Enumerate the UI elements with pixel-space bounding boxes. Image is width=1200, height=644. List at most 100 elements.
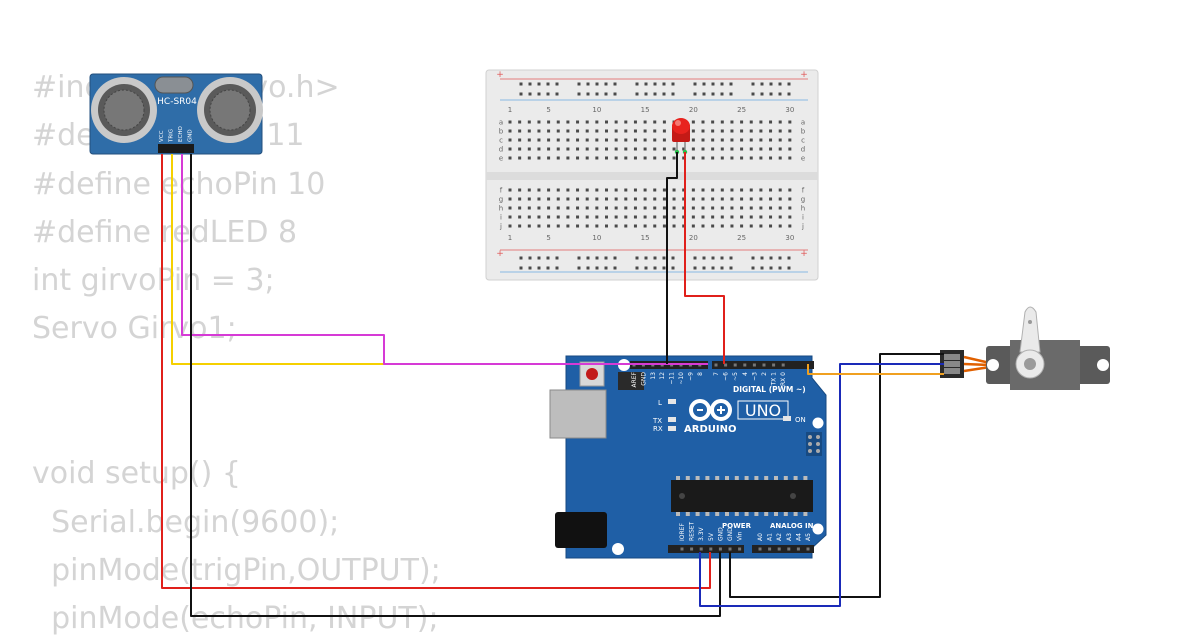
breadboard-row-letter: g (801, 196, 805, 204)
digital-pin-label: TX 1 (771, 372, 778, 387)
board-brand-label: ARDUINO (684, 424, 736, 435)
board-model-label: UNO (745, 401, 781, 420)
power-pin-label: GND (717, 527, 724, 541)
breadboard-column-number: 20 (689, 234, 698, 242)
breadboard-row-letter: f (500, 187, 503, 195)
power-pin-label: RESET (689, 521, 696, 541)
digital-pin-label: 2 (761, 372, 768, 376)
breadboard-rail-plus: + (496, 249, 504, 259)
sensor-model-label: HC-SR04 (157, 97, 197, 107)
digital-pin-label: AREF (631, 371, 638, 387)
wire-sensor-gnd-black[interactable] (190, 154, 721, 617)
analog-pin-label: A4 (795, 533, 802, 541)
breadboard-row-letter: j (499, 223, 502, 231)
sensor-pin-label: VCC (159, 130, 165, 142)
icsp-header (806, 432, 822, 456)
power-pin-label: 5V (708, 532, 715, 541)
power-pin-label: IOREF (679, 523, 686, 541)
code-line: Serial.begin(9600); (32, 504, 340, 540)
wire-servo-signal-orange[interactable] (807, 364, 944, 375)
analog-pin-label: A0 (757, 533, 764, 541)
breadboard-column-number: 15 (641, 234, 650, 242)
digital-pin-label: 4 (742, 372, 749, 376)
servo-motor[interactable] (940, 306, 1110, 390)
red-led[interactable] (672, 118, 690, 155)
power-pin-header[interactable] (668, 545, 814, 553)
breadboard-row-letter: f (802, 187, 805, 195)
code-line: #define echoPin 10 (32, 166, 326, 202)
breadboard-row-letter: c (801, 137, 805, 145)
breadboard-row-letter: e (801, 155, 805, 163)
digital-pin-label: RX 0 (780, 372, 787, 386)
power-section-label: POWER (722, 522, 752, 530)
breadboard-column-number: 25 (737, 106, 746, 114)
analog-pin-label: A2 (776, 533, 783, 541)
breadboard-holes (508, 82, 792, 270)
breadboard-column-number: 5 (546, 106, 550, 114)
on-led-label: ON (795, 416, 806, 424)
breadboard-column-number: 15 (641, 106, 650, 114)
arduino-logo (689, 399, 732, 421)
breadboard-row-letter: b (801, 128, 806, 136)
breadboard-row-letter: g (499, 196, 503, 204)
wire-led-red[interactable] (684, 152, 725, 364)
wire-vcc-red[interactable] (161, 154, 711, 589)
digital-pin-label: ~3 (751, 372, 758, 381)
analog-pin-label: A1 (767, 533, 774, 541)
digital-pin-label: 8 (697, 372, 704, 376)
digital-pin-label: ~5 (732, 372, 739, 381)
breadboard-row-letter: i (802, 214, 804, 222)
breadboard-rail-plus: + (800, 249, 808, 259)
code-line: void setup() { (32, 456, 241, 492)
power-jack (555, 512, 607, 548)
breadboard-column-number: 10 (592, 106, 601, 114)
breadboard-rail-plus: + (800, 70, 808, 80)
wire-servo-gnd-black[interactable] (729, 353, 944, 598)
digital-pin-label: 12 (659, 372, 666, 380)
digital-pin-label: 7 (713, 372, 720, 376)
digital-pin-label: ~9 (687, 372, 694, 381)
sensor-pin-label: ECHO (178, 126, 184, 142)
code-line: pinMode(trigPin,OUTPUT); (32, 552, 441, 588)
wire-led-gnd-black[interactable] (666, 152, 678, 364)
led-tx-label: TX (652, 417, 662, 425)
breadboard-row-letter: d (499, 146, 503, 154)
breadboard-column-number: 20 (689, 106, 698, 114)
power-pin-label: 3.3V (698, 526, 705, 541)
breadboard-rail-plus: + (496, 70, 504, 80)
reset-button[interactable] (579, 361, 605, 387)
breadboard-row-letter: e (499, 155, 503, 163)
power-pin-label: Vin (737, 531, 744, 541)
breadboard-row-letter: b (499, 128, 504, 136)
breadboard-column-number: 1 (508, 234, 512, 242)
microcontroller-chip (671, 476, 813, 516)
breadboard-column-number: 30 (785, 234, 794, 242)
breadboard-row-letter: h (499, 205, 503, 213)
breadboard-column-number: 1 (508, 106, 512, 114)
breadboard-row-letter: d (801, 146, 805, 154)
digital-pin-label: ~11 (669, 372, 676, 385)
sensor-pin-label: TRIG (169, 129, 175, 143)
breadboard-column-number: 10 (592, 234, 601, 242)
sensor-transducer-left (91, 77, 157, 143)
breadboard-row-letter: j (801, 223, 804, 231)
breadboard-column-number: 5 (546, 234, 550, 242)
digital-header-label: DIGITAL (PWM ~) (733, 385, 806, 394)
analog-section-label: ANALOG IN (770, 522, 814, 530)
analog-pin-label: A3 (786, 533, 793, 541)
breadboard-row-letter: i (500, 214, 502, 222)
breadboard-column-number: 30 (785, 106, 794, 114)
power-pin-label: GND (727, 527, 734, 541)
analog-pin-label: A5 (805, 533, 812, 541)
wire-servo-vcc-blue[interactable] (699, 363, 944, 607)
led-l-label: L (658, 399, 662, 407)
wire-echo-magenta[interactable] (181, 154, 708, 365)
breadboard-row-letter: h (801, 205, 805, 213)
